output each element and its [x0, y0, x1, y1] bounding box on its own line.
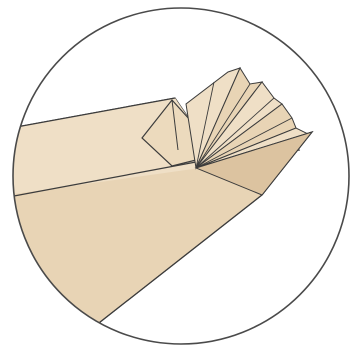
origami-illustration	[0, 0, 363, 349]
